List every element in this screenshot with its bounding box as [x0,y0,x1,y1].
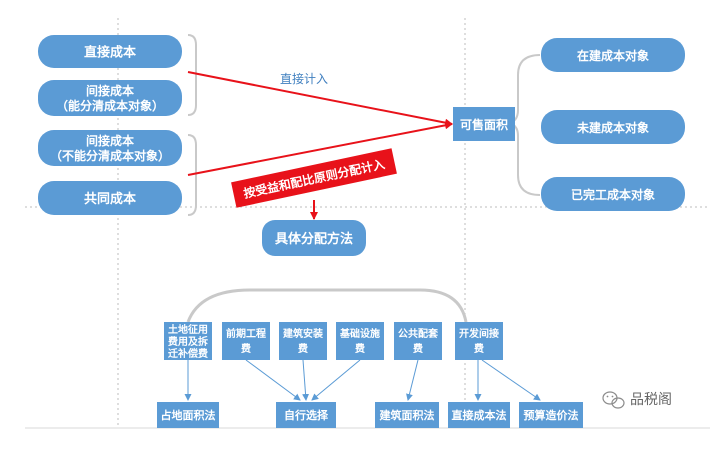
method-direct-cost: 直接成本法 [448,402,510,428]
cost-item-public-line1: 公共配套 [398,327,439,340]
direct-cost-label: 直接成本 [84,45,136,61]
cost-item-development-indirect: 开发间接 费 [455,322,503,360]
method-building-area-label: 建筑面积法 [380,408,435,422]
indirect-cost-divisible-line1: 间接成本 [86,83,134,98]
indirect-cost-indivisible-line1: 间接成本 [86,133,134,148]
not-started-label: 未建成本对象 [576,120,649,135]
method-building-area: 建筑面积法 [375,402,439,428]
indirect-cost-divisible-node: 间接成本 （能分清成本对象） [38,80,182,116]
cost-item-dev-indirect-line1: 开发间接 [459,327,499,340]
connector-indirect-to-budget-cost [481,359,541,401]
direct-cost-node: 直接成本 [38,35,182,68]
not-started-node: 未建成本对象 [541,110,685,144]
saleable-area-label: 可售面积 [460,117,508,132]
completed-label: 已完工成本对象 [571,187,655,202]
watermark-text: 品税阁 [630,392,672,408]
connector-preliminary-to-self-select [245,359,301,401]
cost-item-public-facilities: 公共配套 费 [394,322,442,360]
cost-item-land: 土地征用 费用及拆 迁补偿费 [164,322,212,360]
connector-construction-to-self-select [302,359,310,401]
watermark: 品税阁 [602,391,672,409]
common-cost-label: 共同成本 [84,191,136,207]
direct-include-label: 直接计入 [280,71,328,86]
allocation-principle-banner: 按受益和配比原则分配计入 [231,148,397,208]
cost-item-land-line2: 费用及拆 [168,335,208,348]
indirect-cost-divisible-line2: （能分清成本对象） [56,98,164,113]
cost-item-preliminary: 前期工程 费 [222,322,270,360]
allocation-method-node: 具体分配方法 [262,220,366,256]
cost-item-construction-line2: 费 [298,342,308,355]
completed-node: 已完工成本对象 [541,177,685,211]
method-direct-cost-label: 直接成本法 [452,408,507,422]
allocation-include-arrow [187,121,453,176]
cost-item-preliminary-line2: 费 [241,342,251,355]
method-land-area-label: 占地面积法 [161,408,216,422]
distribution-curve [186,288,468,323]
cost-item-infrastructure-line1: 基础设施 [339,327,380,340]
cost-item-preliminary-line1: 前期工程 [226,327,266,340]
cost-item-infrastructure: 基础设施 费 [336,322,384,360]
connector-infrastructure-to-self-select [311,359,361,401]
cost-item-land-line3: 迁补偿费 [168,347,208,360]
wechat-icon [602,391,625,409]
saleable-area-node: 可售面积 [453,107,515,141]
cost-item-construction: 建筑安装 费 [279,322,327,360]
cost-item-construction-line1: 建筑安装 [282,327,323,340]
indirect-cost-indivisible-line2: （不能分清成本对象） [50,148,170,163]
left-bracket-lower [187,134,197,216]
method-self-select-label: 自行选择 [284,408,329,422]
method-budget-cost-label: 预算造价法 [524,408,579,422]
cost-item-public-line2: 费 [413,342,423,355]
cost-item-infrastructure-line2: 费 [355,342,365,355]
method-budget-cost: 预算造价法 [519,402,583,428]
under-construction-label: 在建成本对象 [577,48,649,63]
common-cost-node: 共同成本 [38,181,182,215]
indirect-cost-indivisible-node: 间接成本 （不能分清成本对象） [38,130,182,166]
allocation-method-label: 具体分配方法 [275,231,353,247]
direct-include-arrow [187,71,453,127]
cost-item-dev-indirect-line2: 费 [474,342,484,355]
method-land-area: 占地面积法 [157,402,219,428]
under-construction-node: 在建成本对象 [541,38,685,72]
cost-item-land-line1: 土地征用 [168,323,208,336]
left-bracket-upper [187,34,197,116]
connector-public-to-building-area [406,359,419,401]
method-self-select: 自行选择 [276,402,336,428]
